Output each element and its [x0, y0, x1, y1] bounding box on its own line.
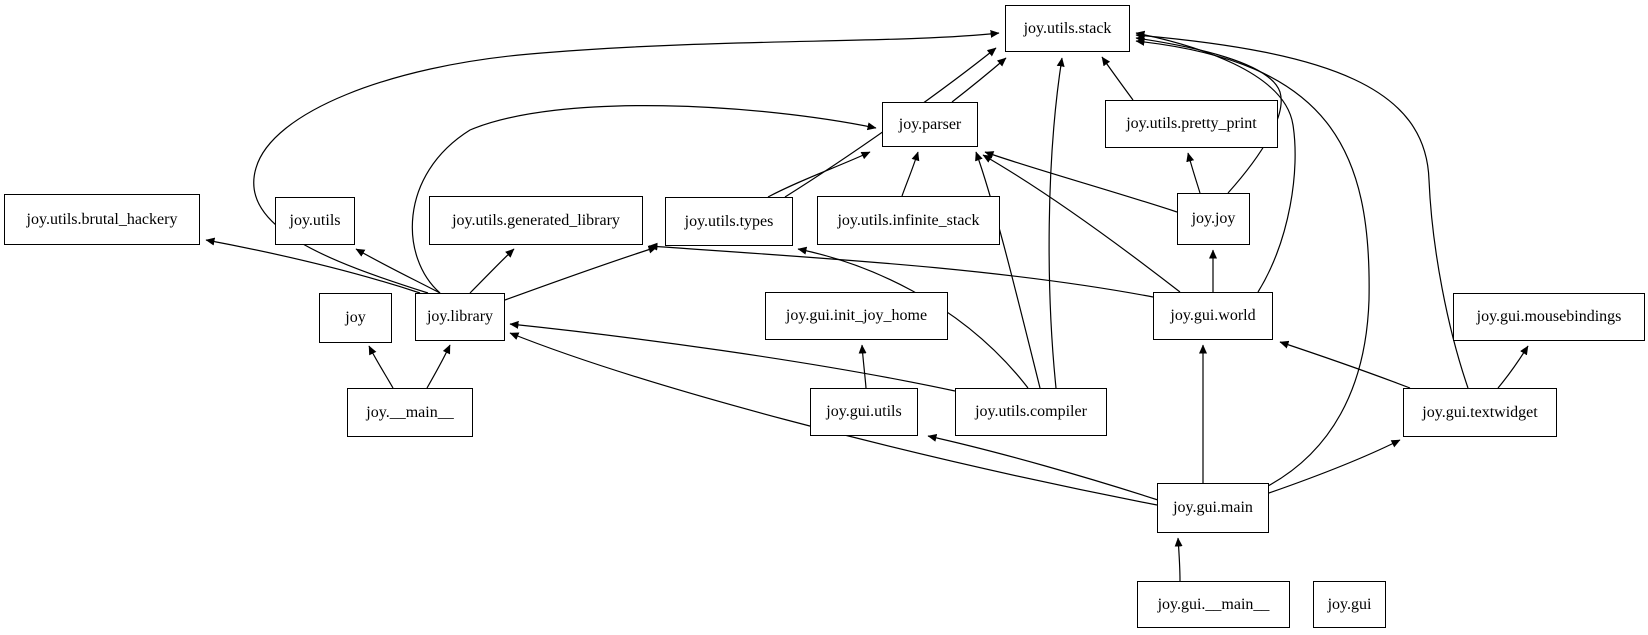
node-joy-gui-__main__: joy.gui.__main__ [1137, 581, 1290, 628]
edge-joy-joy-to-joy-parser [984, 151, 1178, 213]
node-label: joy.utils [289, 212, 341, 229]
node-label: joy.gui.mousebindings [1476, 308, 1622, 325]
node-joy-gui-textwidget: joy.gui.textwidget [1403, 388, 1557, 437]
edge-joy-gui-world-to-joy-utils-generated_library [648, 242, 1154, 298]
edge-joy-utils-infinite_stack-to-joy-parser [901, 151, 920, 197]
edge-joy-gui-world-to-joy-parser [982, 154, 1181, 293]
edges-group [205, 29, 1529, 582]
edge-joy-library-to-joy-utils-types [504, 245, 658, 301]
node-label: joy.joy [1191, 210, 1236, 227]
edge-joy-parser-to-joy-utils-stack [951, 57, 1007, 103]
edge-joy-gui-main-to-joy-library [509, 332, 1158, 506]
edge-joy-library-to-joy-parser [411, 105, 877, 294]
edge-joy-utils-compiler-to-joy-library [509, 320, 956, 392]
edge-joy-joy-to-joy-utils-stack [1135, 35, 1282, 194]
edge-joy-library-to-joy-utils [355, 248, 441, 294]
node-label: joy.utils.types [684, 212, 774, 230]
edge-joy-library-to-joy-utils-brutal_hackery [205, 237, 421, 294]
node-label: joy.gui.textwidget [1422, 403, 1538, 421]
edge-joy-gui-textwidget-to-joy-gui-mousebindings [1497, 345, 1529, 389]
edge-joy-gui-world-to-joy-utils-stack [1135, 30, 1296, 293]
edge-joy-utils-compiler-to-joy-utils-types [797, 246, 1029, 389]
edge-joy-library-to-joy-utils-generated_library [469, 248, 515, 294]
edge-joy-gui-textwidget-to-joy-utils-stack [1135, 31, 1469, 389]
node-label: joy.utils.generated_library [452, 211, 620, 229]
node-label: joy.utils.compiler [975, 403, 1087, 420]
node-label: joy.gui.__main__ [1157, 595, 1270, 613]
node-joy-utils-compiler: joy.utils.compiler [955, 388, 1107, 436]
node-label: joy.utils.pretty_print [1126, 115, 1257, 132]
node-joy-utils-stack: joy.utils.stack [1005, 5, 1130, 52]
node-joy-parser: joy.parser [882, 102, 978, 147]
node-joy: joy [319, 293, 392, 343]
node-label: joy.gui.world [1170, 307, 1256, 324]
edge-joy-__main__-to-joy-library [426, 344, 451, 389]
node-joy-library: joy.library [415, 293, 505, 341]
node-label: joy.gui.main [1173, 499, 1253, 516]
node-label: joy [345, 309, 366, 326]
edge-joy-utils-types-to-joy-parser [767, 151, 871, 198]
node-joy-utils-infinite_stack: joy.utils.infinite_stack [817, 196, 1000, 245]
node-joy-utils-pretty_print: joy.utils.pretty_print [1105, 100, 1278, 148]
node-joy-gui-main: joy.gui.main [1157, 483, 1269, 533]
node-label: joy.gui [1327, 595, 1372, 613]
node-label: joy.__main__ [366, 403, 454, 421]
node-label: joy.gui.init_joy_home [785, 307, 928, 324]
node-joy-gui-init_joy_home: joy.gui.init_joy_home [765, 292, 948, 340]
node-label: joy.utils.infinite_stack [837, 211, 980, 229]
node-joy-joy: joy.joy [1177, 193, 1250, 245]
edge-joy-__main__-to-joy [368, 345, 394, 389]
edge-joy-gui-__main__-to-joy-gui-main [1174, 537, 1183, 582]
edge-joy-gui-textwidget-to-joy-gui-world [1279, 340, 1411, 389]
node-joy-gui-world: joy.gui.world [1153, 292, 1273, 340]
node-label: joy.utils.brutal_hackery [26, 210, 178, 228]
node-label: joy.library [426, 308, 494, 325]
node-joy-gui-mousebindings: joy.gui.mousebindings [1453, 293, 1645, 341]
node-joy-gui-utils: joy.gui.utils [810, 388, 918, 436]
node-joy-utils-generated_library: joy.utils.generated_library [429, 196, 643, 245]
edge-joy-utils-compiler-to-joy-utils-stack [1048, 57, 1065, 389]
edge-joy-gui-utils-to-joy-gui-init_joy_home [858, 344, 867, 389]
node-joy-utils: joy.utils [275, 197, 355, 245]
edge-joy-joy-to-joy-utils-pretty_print [1186, 152, 1201, 194]
node-joy-utils-types: joy.utils.types [665, 197, 793, 246]
edge-joy-gui-main-to-joy-gui-textwidget [1268, 439, 1401, 494]
node-joy-__main__: joy.__main__ [347, 388, 473, 437]
edge-joy-utils-compiler-to-joy-parser [975, 151, 1041, 389]
node-label: joy.parser [898, 115, 962, 133]
node-joy-gui: joy.gui [1313, 581, 1386, 628]
node-joy-utils-brutal_hackery: joy.utils.brutal_hackery [4, 194, 200, 245]
edge-joy-gui-main-to-joy-utils-stack [1135, 37, 1370, 487]
edge-joy-utils-pretty_print-to-joy-utils-stack [1101, 56, 1134, 101]
node-label: joy.gui.utils [826, 403, 902, 420]
edge-joy-gui-main-to-joy-gui-utils [927, 433, 1159, 501]
node-label: joy.utils.stack [1023, 19, 1112, 37]
